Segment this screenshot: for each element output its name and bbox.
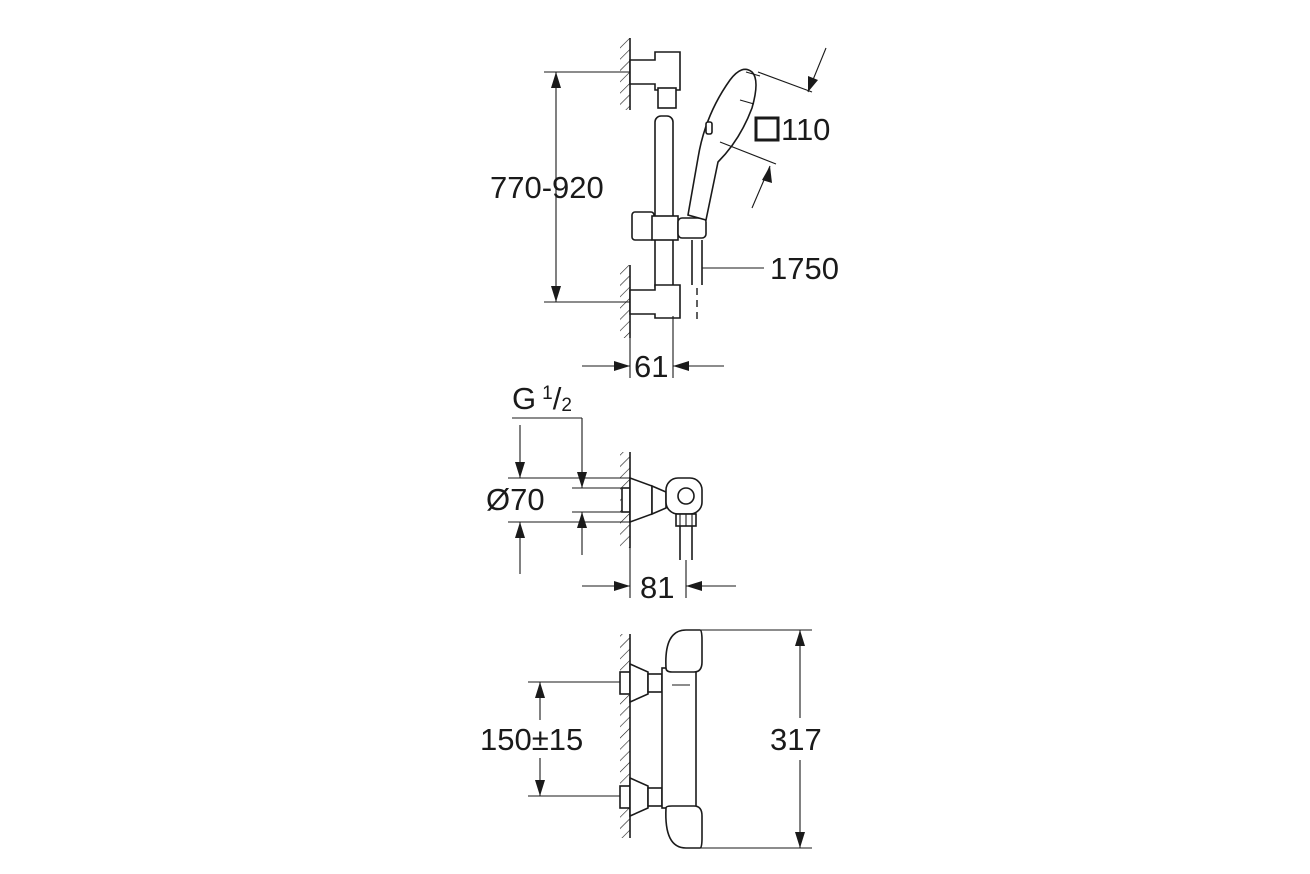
lower-eccentric-connector [619, 776, 663, 818]
valve-front-view [528, 629, 812, 849]
dimension-projection [582, 548, 736, 598]
slide-rail [654, 115, 674, 293]
dimension-diameter [508, 425, 630, 574]
hand-shower [687, 68, 761, 221]
wall-offset-label: 61 [634, 349, 669, 384]
dimension-valve-height [700, 629, 812, 849]
centers-label: 150±15 [480, 722, 584, 757]
dimension-head-size [719, 47, 827, 209]
top-wall-bracket [629, 51, 681, 109]
valve-side-view [508, 417, 736, 598]
wall-hatch-top [620, 38, 631, 110]
rail-height-label: 770-920 [490, 170, 604, 205]
square-symbol-icon [754, 116, 780, 142]
thermostat-body [661, 629, 703, 849]
upper-eccentric-connector [619, 662, 663, 704]
head-size-label: 110 [781, 112, 831, 147]
thread-prefix: G [512, 381, 537, 416]
thread-numerator: 1 [542, 383, 553, 404]
diameter-label: Ø70 [486, 482, 545, 517]
hose-length-label: 1750 [770, 251, 839, 286]
dimension-rail-height [544, 71, 630, 303]
projection-label: 81 [640, 570, 675, 605]
dimension-wall-offset [582, 316, 724, 378]
bottom-wall-bracket [629, 284, 681, 319]
shower-rail-set [544, 38, 827, 378]
dimension-centers [528, 681, 620, 797]
valve-height-label: 317 [770, 722, 822, 757]
dimension-thread [512, 417, 622, 555]
thread-denominator: 2 [561, 395, 572, 416]
shower-hose [691, 240, 703, 322]
rail-slider [631, 211, 707, 241]
thread-slash: / [552, 381, 562, 416]
valve-body-side [621, 476, 703, 560]
